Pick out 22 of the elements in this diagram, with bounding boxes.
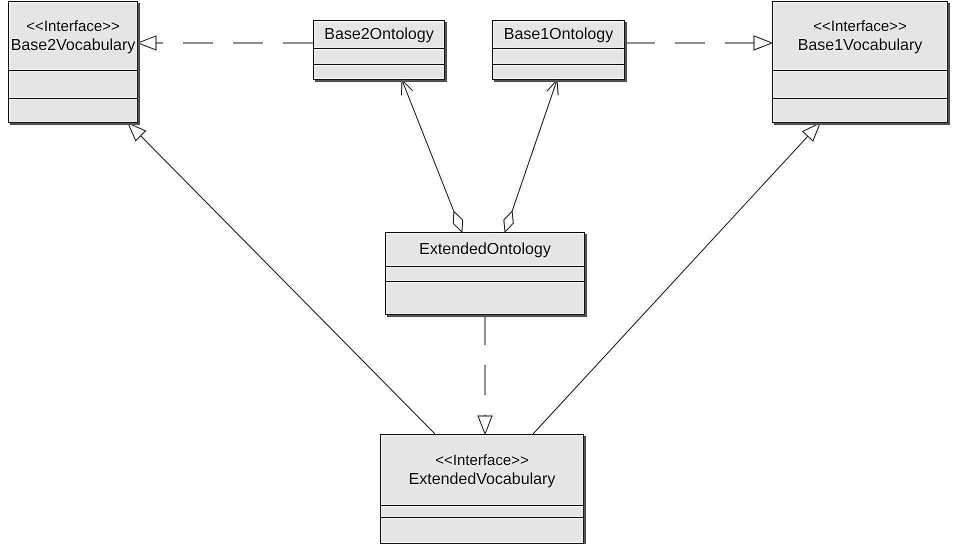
class-box <box>8 1 138 123</box>
stereotype-label: <<Interface>> <box>813 18 907 36</box>
class-box <box>385 232 585 315</box>
class-name: Base1Vocabulary <box>798 36 922 54</box>
realization-arrow <box>624 35 772 50</box>
class-name: Base2Ontology <box>324 25 434 44</box>
class-box <box>492 20 625 80</box>
stereotype-label: <<Interface>> <box>435 452 529 470</box>
class-name: ExtendedVocabulary <box>408 470 556 488</box>
aggregation-arrow <box>503 80 559 232</box>
generalization-arrow <box>128 122 436 434</box>
stereotype-label: <<Interface>> <box>26 18 120 36</box>
class-box <box>772 1 948 123</box>
realization-arrow <box>478 314 493 434</box>
class-box <box>380 434 584 544</box>
generalization-arrow <box>532 122 821 434</box>
aggregation-arrow <box>401 80 464 232</box>
class-box <box>313 20 445 80</box>
class-name: Base1Ontology <box>504 25 614 44</box>
class-name: ExtendedOntology <box>419 240 551 259</box>
class-name: Base2Vocabulary <box>10 36 136 54</box>
realization-arrow <box>138 35 314 50</box>
